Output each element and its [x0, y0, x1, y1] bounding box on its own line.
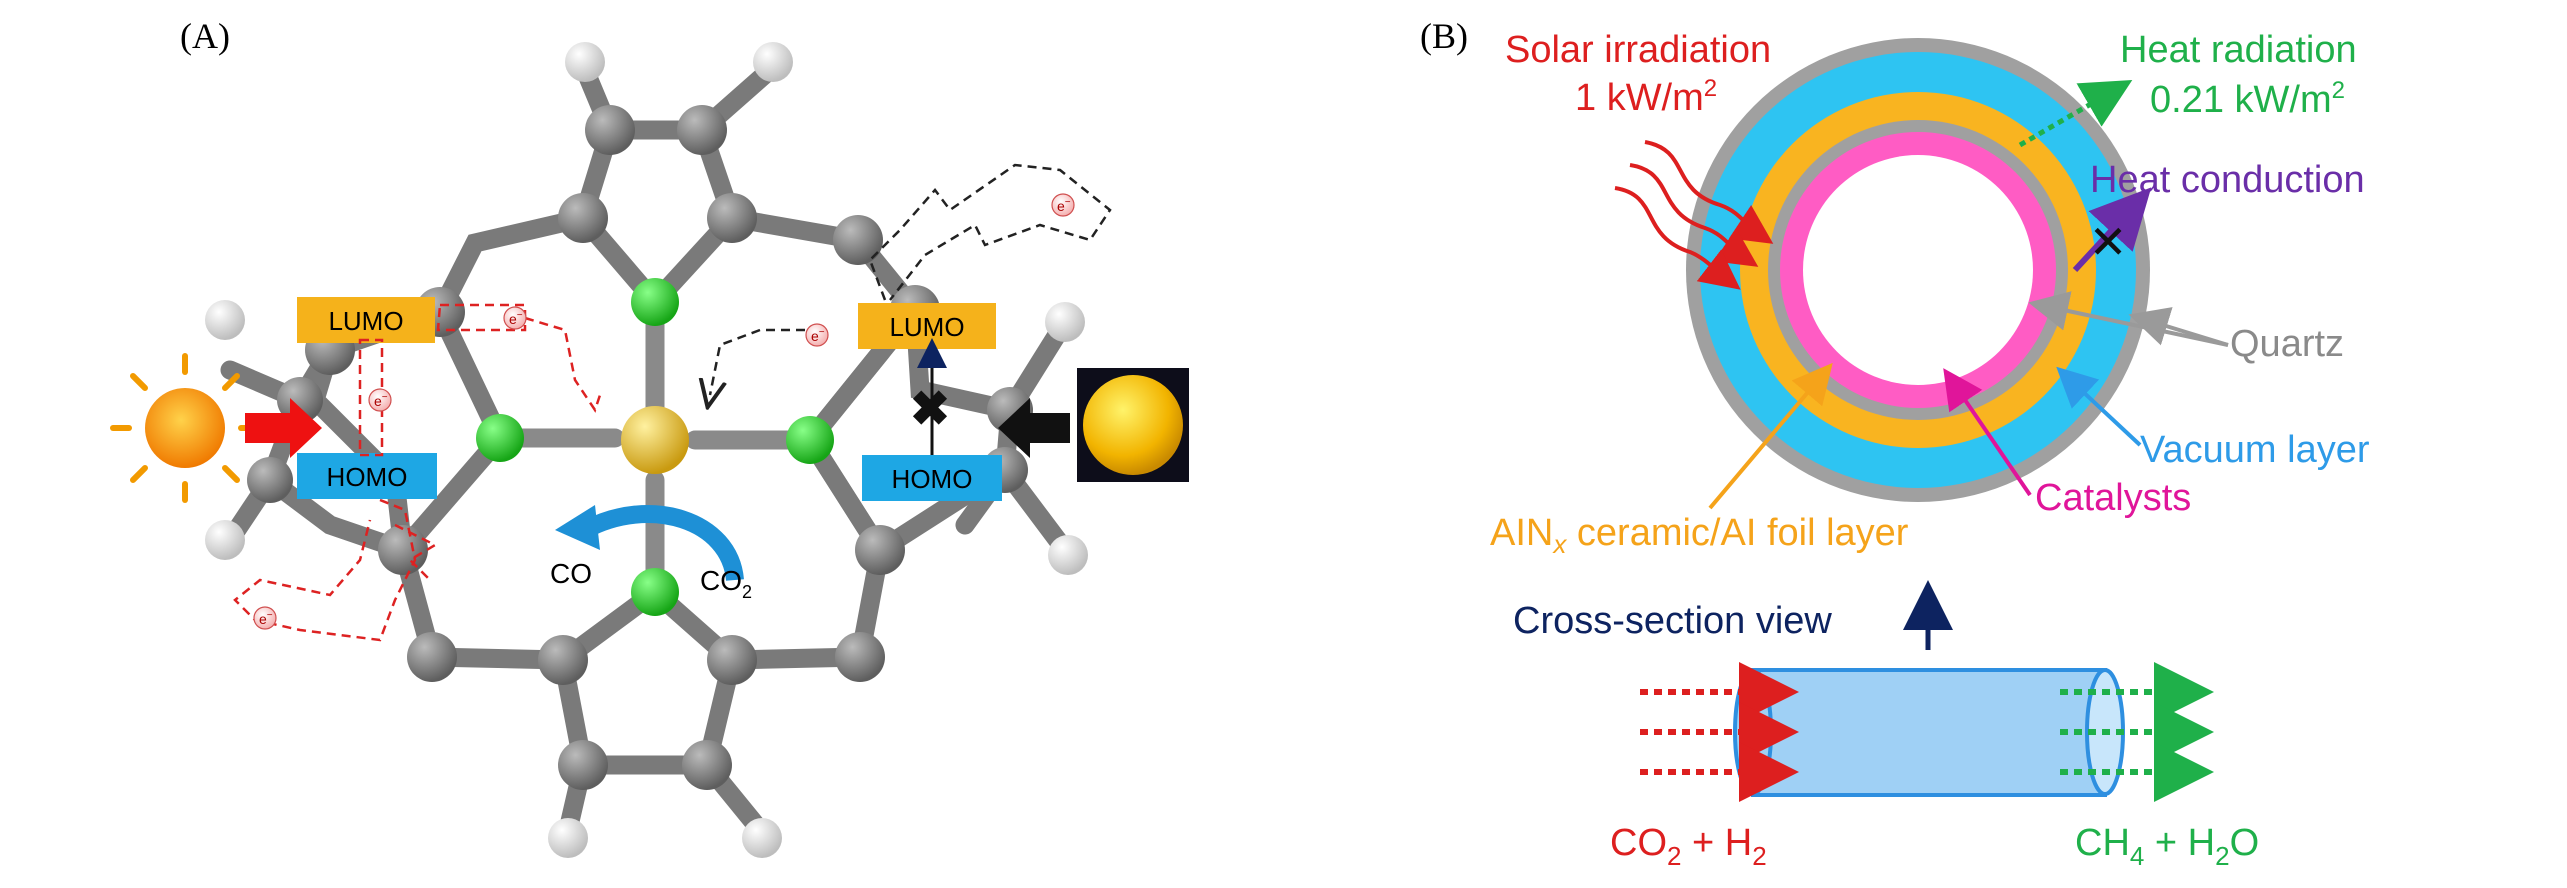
lumo-right-label: LUMO [889, 312, 964, 342]
sun-icon [110, 353, 260, 503]
carbon-atom [407, 632, 457, 682]
nitrogen-atom [631, 278, 679, 326]
quartz-label: Quartz [2230, 323, 2344, 365]
ainx-layer-label: AINx ceramic/AI foil layer [1490, 512, 1909, 559]
solar-rays [1614, 140, 1774, 290]
electron-icon [805, 323, 829, 347]
solar-irradiation-label: Solar irradiation [1505, 29, 1771, 71]
carbon-atom [682, 740, 732, 790]
carbon-atom [835, 632, 885, 682]
carbon-atom [378, 525, 428, 575]
electron-icon [503, 306, 527, 330]
carbon-atom [855, 525, 905, 575]
homo-left-label: HOMO [327, 462, 408, 492]
homo-right-label: HOMO [892, 464, 973, 494]
tube-cross-section [1686, 38, 2150, 502]
product-flow-arrows [2060, 662, 2214, 802]
hydrogen-atom [548, 818, 588, 858]
carbon-atom [538, 635, 588, 685]
metal-center-atom [621, 406, 689, 474]
nitrogen-atom [631, 568, 679, 616]
electron-label: e− [811, 327, 825, 344]
electron-label: e− [259, 610, 273, 627]
electron-icon [253, 606, 277, 630]
carbon-atom [558, 740, 608, 790]
co2-label: CO2 [700, 565, 752, 602]
right-electrons: e− e− [805, 193, 1075, 347]
quartz-pointer-inner [2028, 291, 2229, 347]
lumo-left-box [297, 297, 435, 343]
feed-gas-label: CO2 + H2 [1610, 822, 1767, 871]
block-x-icon: ✖ [910, 383, 950, 436]
carbon-atom [707, 193, 757, 243]
nitrogen-atom [476, 414, 524, 462]
hydrogen-atom [565, 42, 605, 82]
hydrogen-atom [205, 300, 245, 340]
electron-icon [1051, 193, 1075, 217]
blocked-conduction-x-icon: ✕ [2089, 216, 2128, 268]
heat-radiation-arrow [2018, 79, 2133, 148]
electron-label: e− [1057, 197, 1071, 214]
lumo-left-label: LUMO [328, 306, 403, 336]
co2-reduction-arrow: CO CO2 [550, 505, 752, 602]
panel-a: (A) [110, 16, 1189, 858]
product-gas-label: CH4 + H2O [2075, 822, 2259, 871]
left-electron-paths [233, 303, 602, 642]
catalysts-label: Catalysts [2035, 477, 2191, 519]
left-electrons: e− e− e− [253, 306, 527, 630]
vacuum-layer-label: Vacuum layer [2140, 429, 2370, 471]
carbon-atom [833, 215, 883, 265]
nitrogen-atom [786, 416, 834, 464]
ainx-pointer [1708, 362, 1833, 510]
co-label: CO [550, 558, 592, 589]
carbon-atom [277, 377, 323, 423]
hydrogen-atom [742, 818, 782, 858]
solar-flux-label: 1 kW/m2 [1575, 75, 1717, 119]
electron-label: e− [374, 392, 388, 409]
catalysts-pointer [1943, 368, 2032, 497]
electron-label: e− [509, 310, 523, 327]
cross-section-view-label: Cross-section view [1513, 600, 1832, 642]
heat-conduction-label: Heat conduction [2090, 159, 2365, 201]
homo-left-box [297, 453, 437, 499]
right-electron-paths [710, 163, 1112, 395]
nitrogen-atoms [476, 278, 834, 616]
carbon-atom [677, 105, 727, 155]
carbon-atom [585, 105, 635, 155]
homo-right-box [862, 455, 1002, 501]
blocked-transition: ✖ [910, 338, 950, 455]
panel-b-label: (B) [1420, 16, 1468, 56]
energy-level-boxes: LUMO HOMO LUMO HOMO [297, 297, 1002, 501]
carbon-atom [247, 457, 293, 503]
tube-interior [1803, 155, 2033, 385]
heat-conduction-arrow [2072, 187, 2152, 273]
feed-flow-arrows [1640, 662, 1799, 802]
carbon-atom [558, 193, 608, 243]
hydrogen-atom [1045, 302, 1085, 342]
hydrogen-atom [205, 520, 245, 560]
hydrogen-atom [1048, 535, 1088, 575]
panel-b: (B) Solar irradiation 1 kW/m2 Heat radia… [1420, 16, 2370, 871]
heat-radiation-label: Heat radiation [2120, 29, 2357, 71]
heat-radiation-flux-label: 0.21 kW/m2 [2150, 77, 2345, 121]
gold-sphere-icon [1077, 368, 1189, 482]
electron-icon [368, 388, 392, 412]
hydrogen-atoms [205, 42, 1088, 858]
red-light-arrow [245, 398, 322, 458]
vacuum-pointer [2056, 366, 2142, 447]
carbon-atoms [247, 105, 1033, 790]
panel-a-label: (A) [180, 16, 230, 56]
carbon-atom [707, 635, 757, 685]
black-light-arrow [998, 398, 1070, 458]
hydrogen-atom [753, 42, 793, 82]
